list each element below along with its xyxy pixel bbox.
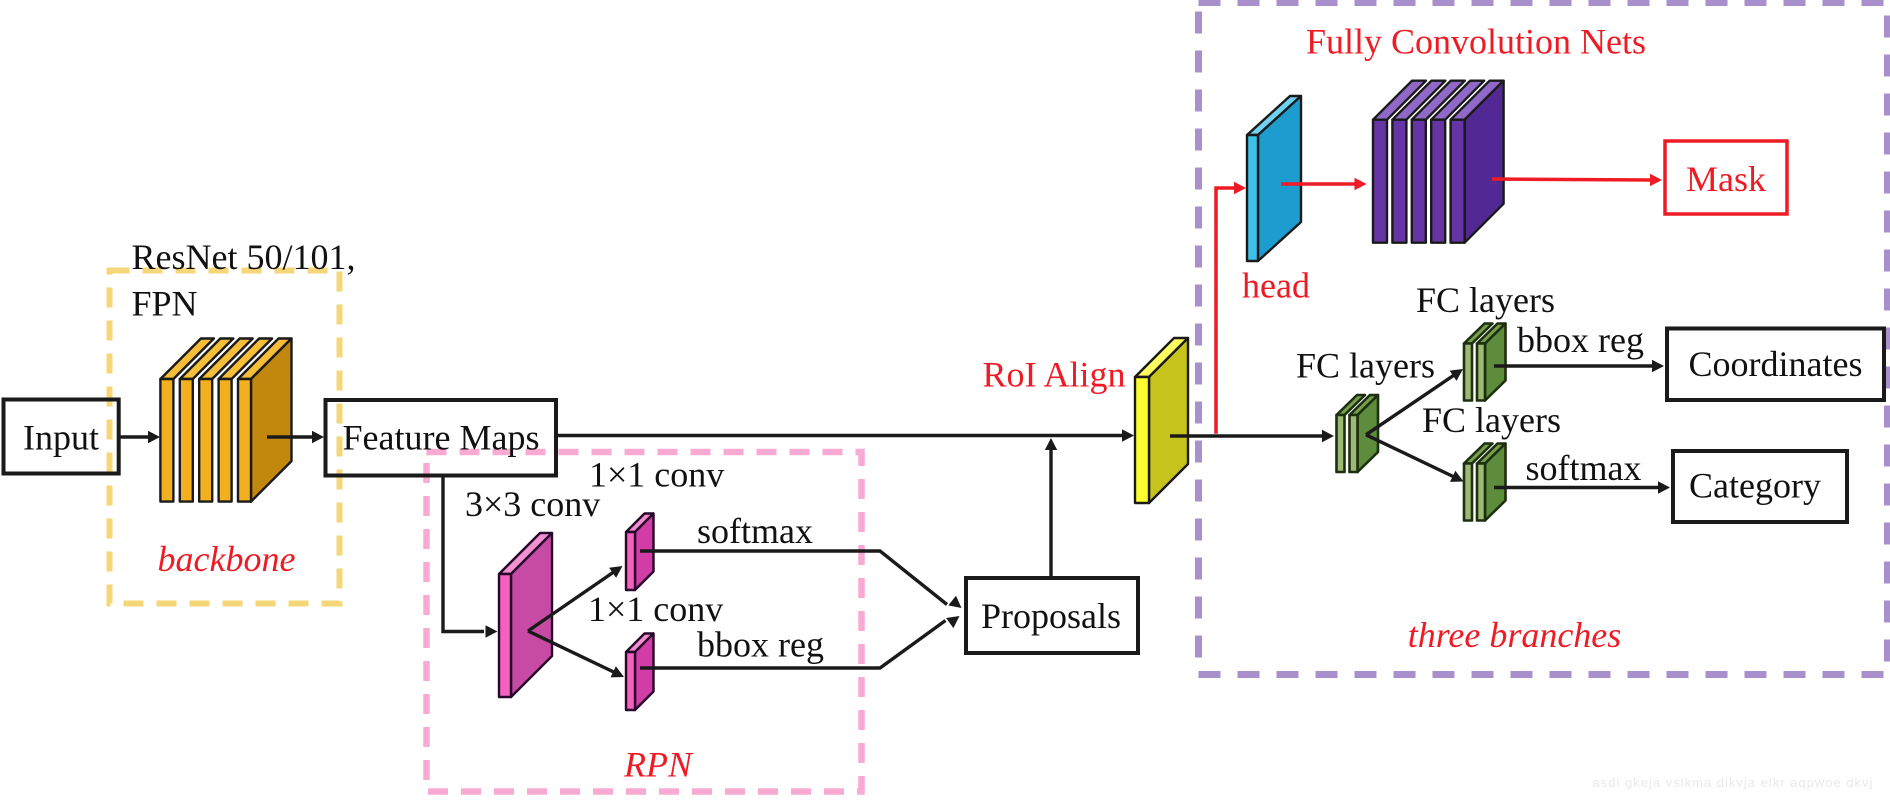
svg-text:FPN: FPN bbox=[132, 284, 198, 324]
svg-text:ResNet 50/101,: ResNet 50/101, bbox=[132, 237, 356, 277]
svg-text:Mask: Mask bbox=[1686, 159, 1766, 199]
svg-text:FC layers: FC layers bbox=[1296, 346, 1435, 386]
svg-text:Input: Input bbox=[23, 418, 99, 458]
svg-text:FC layers: FC layers bbox=[1416, 280, 1555, 320]
svg-text:bbox reg: bbox reg bbox=[1517, 320, 1644, 360]
svg-text:RPN: RPN bbox=[623, 745, 694, 785]
svg-text:softmax: softmax bbox=[697, 511, 813, 551]
svg-text:3×3 conv: 3×3 conv bbox=[465, 484, 600, 524]
svg-text:bbox reg: bbox reg bbox=[697, 625, 824, 665]
svg-text:RoI Align: RoI Align bbox=[983, 355, 1126, 395]
svg-text:Proposals: Proposals bbox=[981, 596, 1121, 636]
svg-text:Feature Maps: Feature Maps bbox=[343, 417, 540, 457]
svg-text:head: head bbox=[1242, 266, 1310, 306]
svg-text:Category: Category bbox=[1689, 466, 1821, 506]
svg-text:softmax: softmax bbox=[1526, 448, 1642, 488]
svg-text:1×1 conv: 1×1 conv bbox=[589, 455, 724, 495]
svg-text:Coordinates: Coordinates bbox=[1689, 344, 1863, 384]
svg-text:Fully Convolution Nets: Fully Convolution Nets bbox=[1306, 22, 1646, 62]
svg-text:1×1 conv: 1×1 conv bbox=[588, 589, 723, 629]
svg-text:FC layers: FC layers bbox=[1422, 400, 1561, 440]
svg-text:three branches: three branches bbox=[1408, 615, 1622, 655]
svg-text:backbone: backbone bbox=[158, 539, 296, 579]
svg-text:asdl gkeja vslkma dlkvja elkr: asdl gkeja vslkma dlkvja elkr aqpwoe dkv… bbox=[1593, 775, 1874, 790]
